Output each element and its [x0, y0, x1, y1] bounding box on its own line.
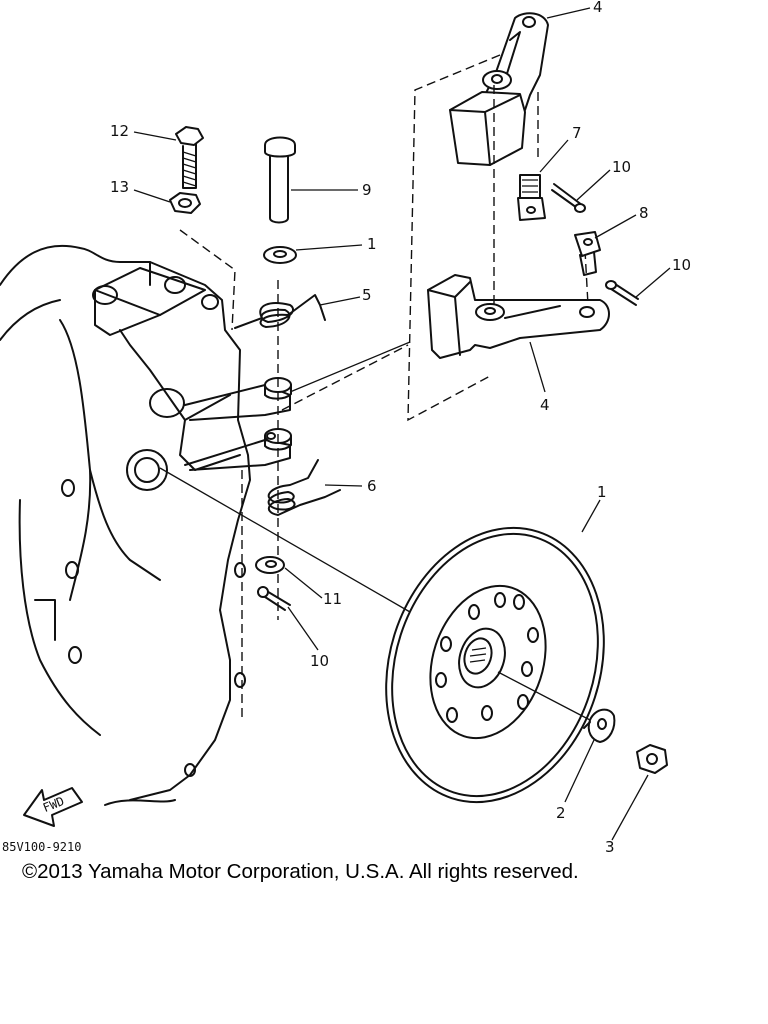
part-13-nut	[169, 192, 201, 214]
callout-10-right: 10	[672, 256, 691, 274]
part-6-spring	[267, 459, 341, 516]
callout-labels: 4 12 13 9 1 5 7 10 8 10 4 6 1 11 10 2 3	[110, 0, 691, 856]
diagram-code: 85V100-9210	[2, 840, 81, 854]
part-10-cotter-pin-right	[605, 280, 639, 306]
callout-11: 11	[323, 590, 342, 608]
part-9-pin	[264, 136, 296, 224]
callout-1-disc: 1	[597, 483, 607, 501]
bracket	[184, 377, 292, 471]
part-12-bolt	[175, 126, 204, 189]
copyright-notice: ©2013 Yamaha Motor Corporation, U.S.A. A…	[22, 860, 579, 883]
shaft-axis-line	[159, 467, 411, 613]
part-1-brake-disc	[385, 526, 605, 804]
part-3-nut	[636, 744, 668, 774]
callout-9: 9	[362, 181, 372, 199]
part-8-clevis-pin	[574, 231, 601, 276]
callout-8: 8	[639, 204, 649, 222]
callout-4-top: 4	[593, 0, 603, 16]
shaft-axis-line-2	[497, 671, 591, 721]
link-line	[289, 341, 411, 393]
part-11-washer	[255, 556, 285, 574]
callout-10-upper: 10	[612, 158, 631, 176]
callout-3: 3	[605, 838, 615, 856]
part-4-upper-arm	[449, 12, 549, 166]
callout-6: 6	[367, 477, 377, 495]
callout-10-lower: 10	[310, 652, 329, 670]
link-line-2	[281, 344, 409, 411]
fwd-arrow-icon: FWD	[23, 787, 83, 827]
part-4-lower-arm	[427, 274, 610, 359]
callout-13: 13	[110, 178, 129, 196]
housing	[0, 244, 251, 806]
dash-arm-frame	[407, 54, 501, 422]
part-10-cotter-pin-left	[257, 586, 291, 611]
callout-2: 2	[556, 804, 566, 822]
dash-arm-right2	[584, 249, 589, 306]
part-5-spring	[234, 294, 326, 329]
callout-12: 12	[110, 122, 129, 140]
part-7-joint	[517, 174, 546, 221]
disc-holes	[435, 592, 539, 723]
dash-13-housing	[179, 229, 236, 331]
callout-7: 7	[572, 124, 582, 142]
callout-4-lower: 4	[540, 396, 550, 414]
part-2-lock-washer	[583, 708, 616, 743]
callout-1-washer: 1	[367, 235, 377, 253]
part-1-washer	[263, 246, 297, 264]
leader-lines	[133, 7, 671, 841]
callout-5: 5	[362, 286, 372, 304]
part-10-cotter-pin-upper	[551, 183, 586, 213]
